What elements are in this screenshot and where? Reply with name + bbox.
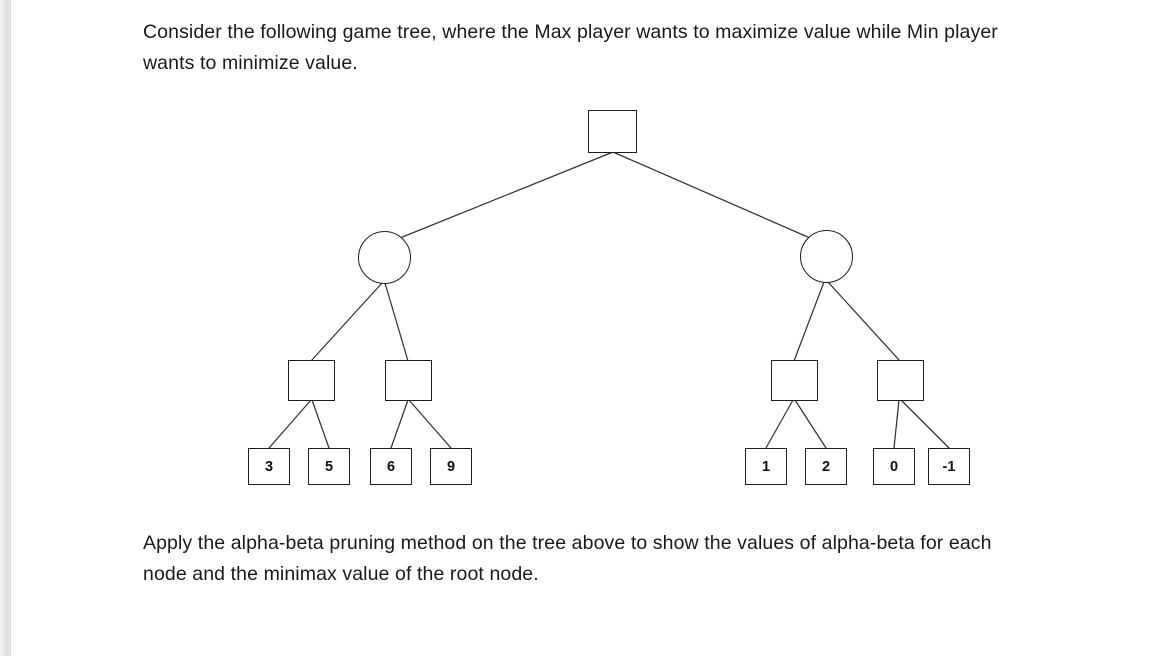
tree-leaf-2[interactable]: 5 [308, 448, 350, 485]
edge-max1-to-leaf-5 [311, 399, 330, 449]
tree-leaf-5[interactable]: 1 [745, 448, 787, 485]
edge-max4-to-leaf-0 [893, 399, 900, 449]
edge-root-to-min-right [612, 151, 811, 239]
tree-leaf-3[interactable]: 6 [370, 448, 412, 485]
tree-leaf-7-value: 0 [889, 458, 899, 475]
tree-leaf-1[interactable]: 3 [248, 448, 290, 485]
tree-leaf-4[interactable]: 9 [430, 448, 472, 485]
tree-leaf-6[interactable]: 2 [805, 448, 847, 485]
page-left-rule [10, 0, 11, 656]
edge-minleft-to-max2 [384, 282, 409, 362]
edge-max3-to-leaf-1 [765, 399, 794, 449]
edge-max1-to-leaf-3 [268, 399, 312, 449]
tree-leaf-3-value: 6 [386, 458, 396, 475]
edge-max2-to-leaf-9 [408, 399, 452, 449]
page-left-edge-shading [0, 0, 11, 656]
tree-node-max-4[interactable] [877, 360, 924, 401]
tree-node-min-right[interactable] [800, 230, 853, 283]
tree-leaf-8[interactable]: -1 [928, 448, 970, 485]
tree-leaf-1-value: 3 [264, 458, 274, 475]
tree-leaf-6-value: 2 [821, 458, 831, 475]
tree-node-min-left[interactable] [358, 231, 411, 284]
tree-leaf-2-value: 5 [324, 458, 334, 475]
edge-minright-to-max4 [827, 281, 901, 362]
tree-node-root-max[interactable] [588, 110, 637, 153]
edge-max3-to-leaf-2 [794, 399, 827, 449]
edge-minleft-to-max1 [310, 282, 383, 362]
edge-max4-to-leaf-neg1 [900, 399, 950, 449]
outro-paragraph: Apply the alpha-beta pruning method on t… [143, 532, 992, 585]
tree-node-max-2[interactable] [385, 360, 432, 401]
tree-leaf-4-value: 9 [446, 458, 456, 475]
tree-node-max-1[interactable] [288, 360, 335, 401]
tree-leaf-7[interactable]: 0 [873, 448, 915, 485]
intro-paragraph: Consider the following game tree, where … [143, 21, 998, 74]
tree-leaf-5-value: 1 [761, 458, 771, 475]
edge-root-to-min-left [399, 151, 614, 239]
tree-leaf-8-value: -1 [942, 458, 956, 475]
tree-edges [268, 151, 950, 449]
tree-node-max-3[interactable] [771, 360, 818, 401]
edge-minright-to-max3 [793, 281, 825, 362]
edge-max2-to-leaf-6 [390, 399, 409, 449]
